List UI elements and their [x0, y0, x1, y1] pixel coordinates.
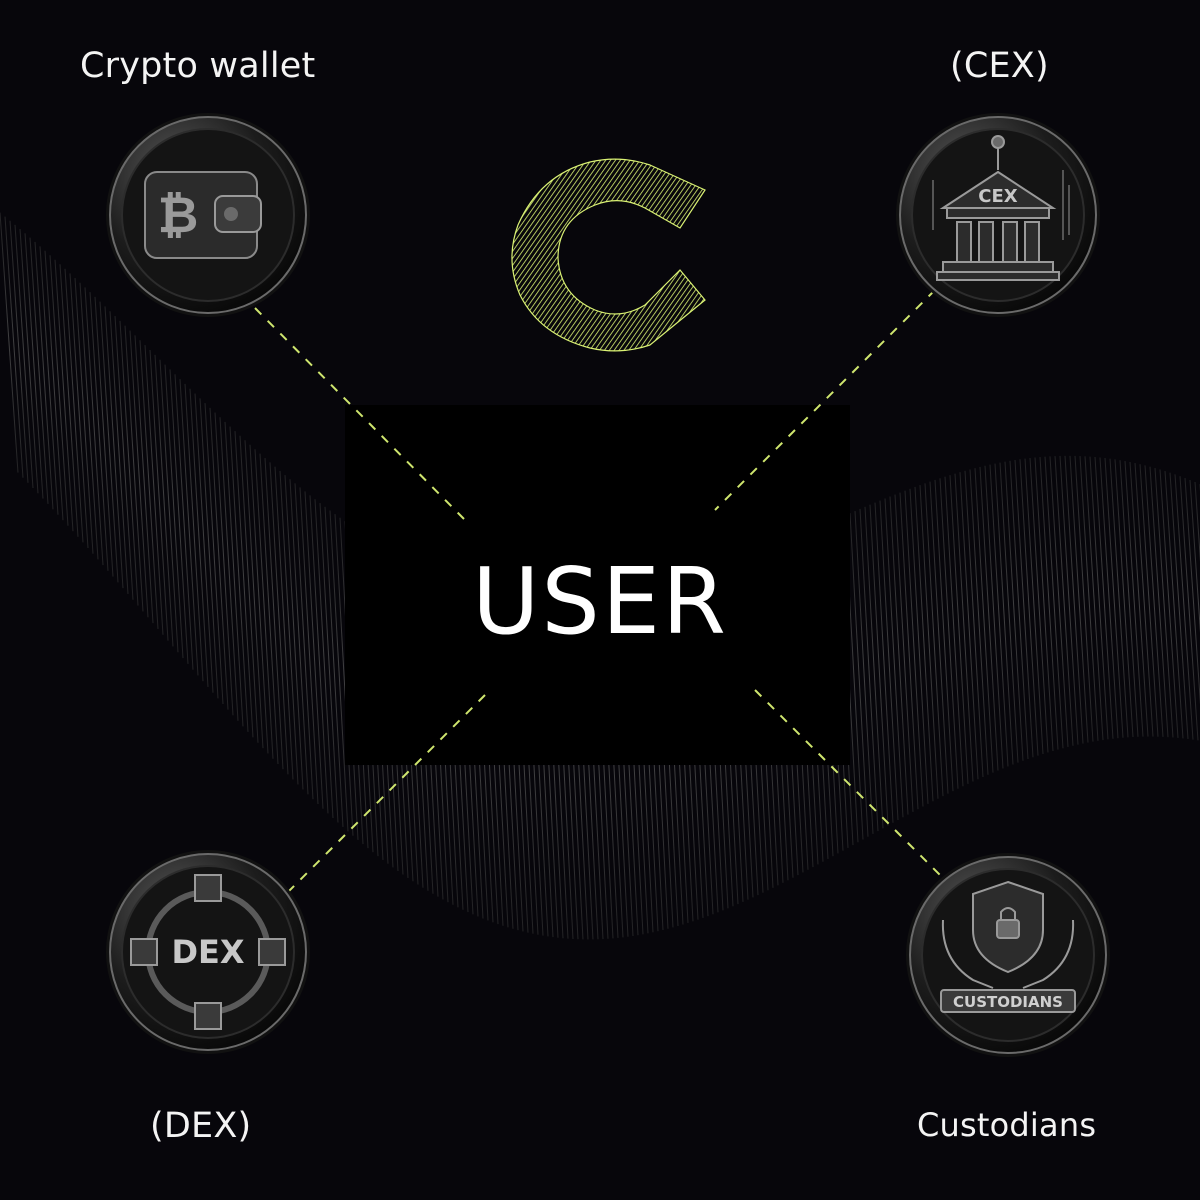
coin-crypto-wallet: ₿	[106, 113, 310, 317]
svg-text:₿: ₿	[158, 186, 199, 244]
brand-logo-icon	[511, 158, 706, 352]
coin-cex: CEX	[896, 113, 1100, 317]
connector-cex	[714, 289, 936, 511]
network-cubes-icon	[130, 874, 286, 1030]
dex-badge-text: DEX	[171, 933, 244, 971]
connector-wallet	[254, 307, 466, 521]
coin-custodians: CUSTODIANS	[906, 853, 1110, 1057]
coin-dex: DEX	[106, 850, 310, 1054]
center-user-title: USER	[472, 548, 728, 655]
center-dark-panel	[345, 405, 850, 765]
node-label-dex: (DEX)	[150, 1106, 252, 1146]
custodians-badge-text: CUSTODIANS	[953, 993, 1063, 1011]
bank-building-icon	[932, 135, 1070, 281]
node-label-crypto-wallet: Crypto wallet	[80, 46, 316, 86]
node-label-cex: (CEX)	[950, 46, 1049, 86]
cex-badge-text: CEX	[978, 186, 1018, 207]
connector-custodians	[754, 689, 941, 876]
shield-lock-hands-icon	[940, 880, 1076, 1013]
connector-dex	[284, 694, 486, 896]
bitcoin-wallet-icon: ₿	[144, 171, 262, 259]
node-label-custodians: Custodians	[917, 1106, 1097, 1144]
